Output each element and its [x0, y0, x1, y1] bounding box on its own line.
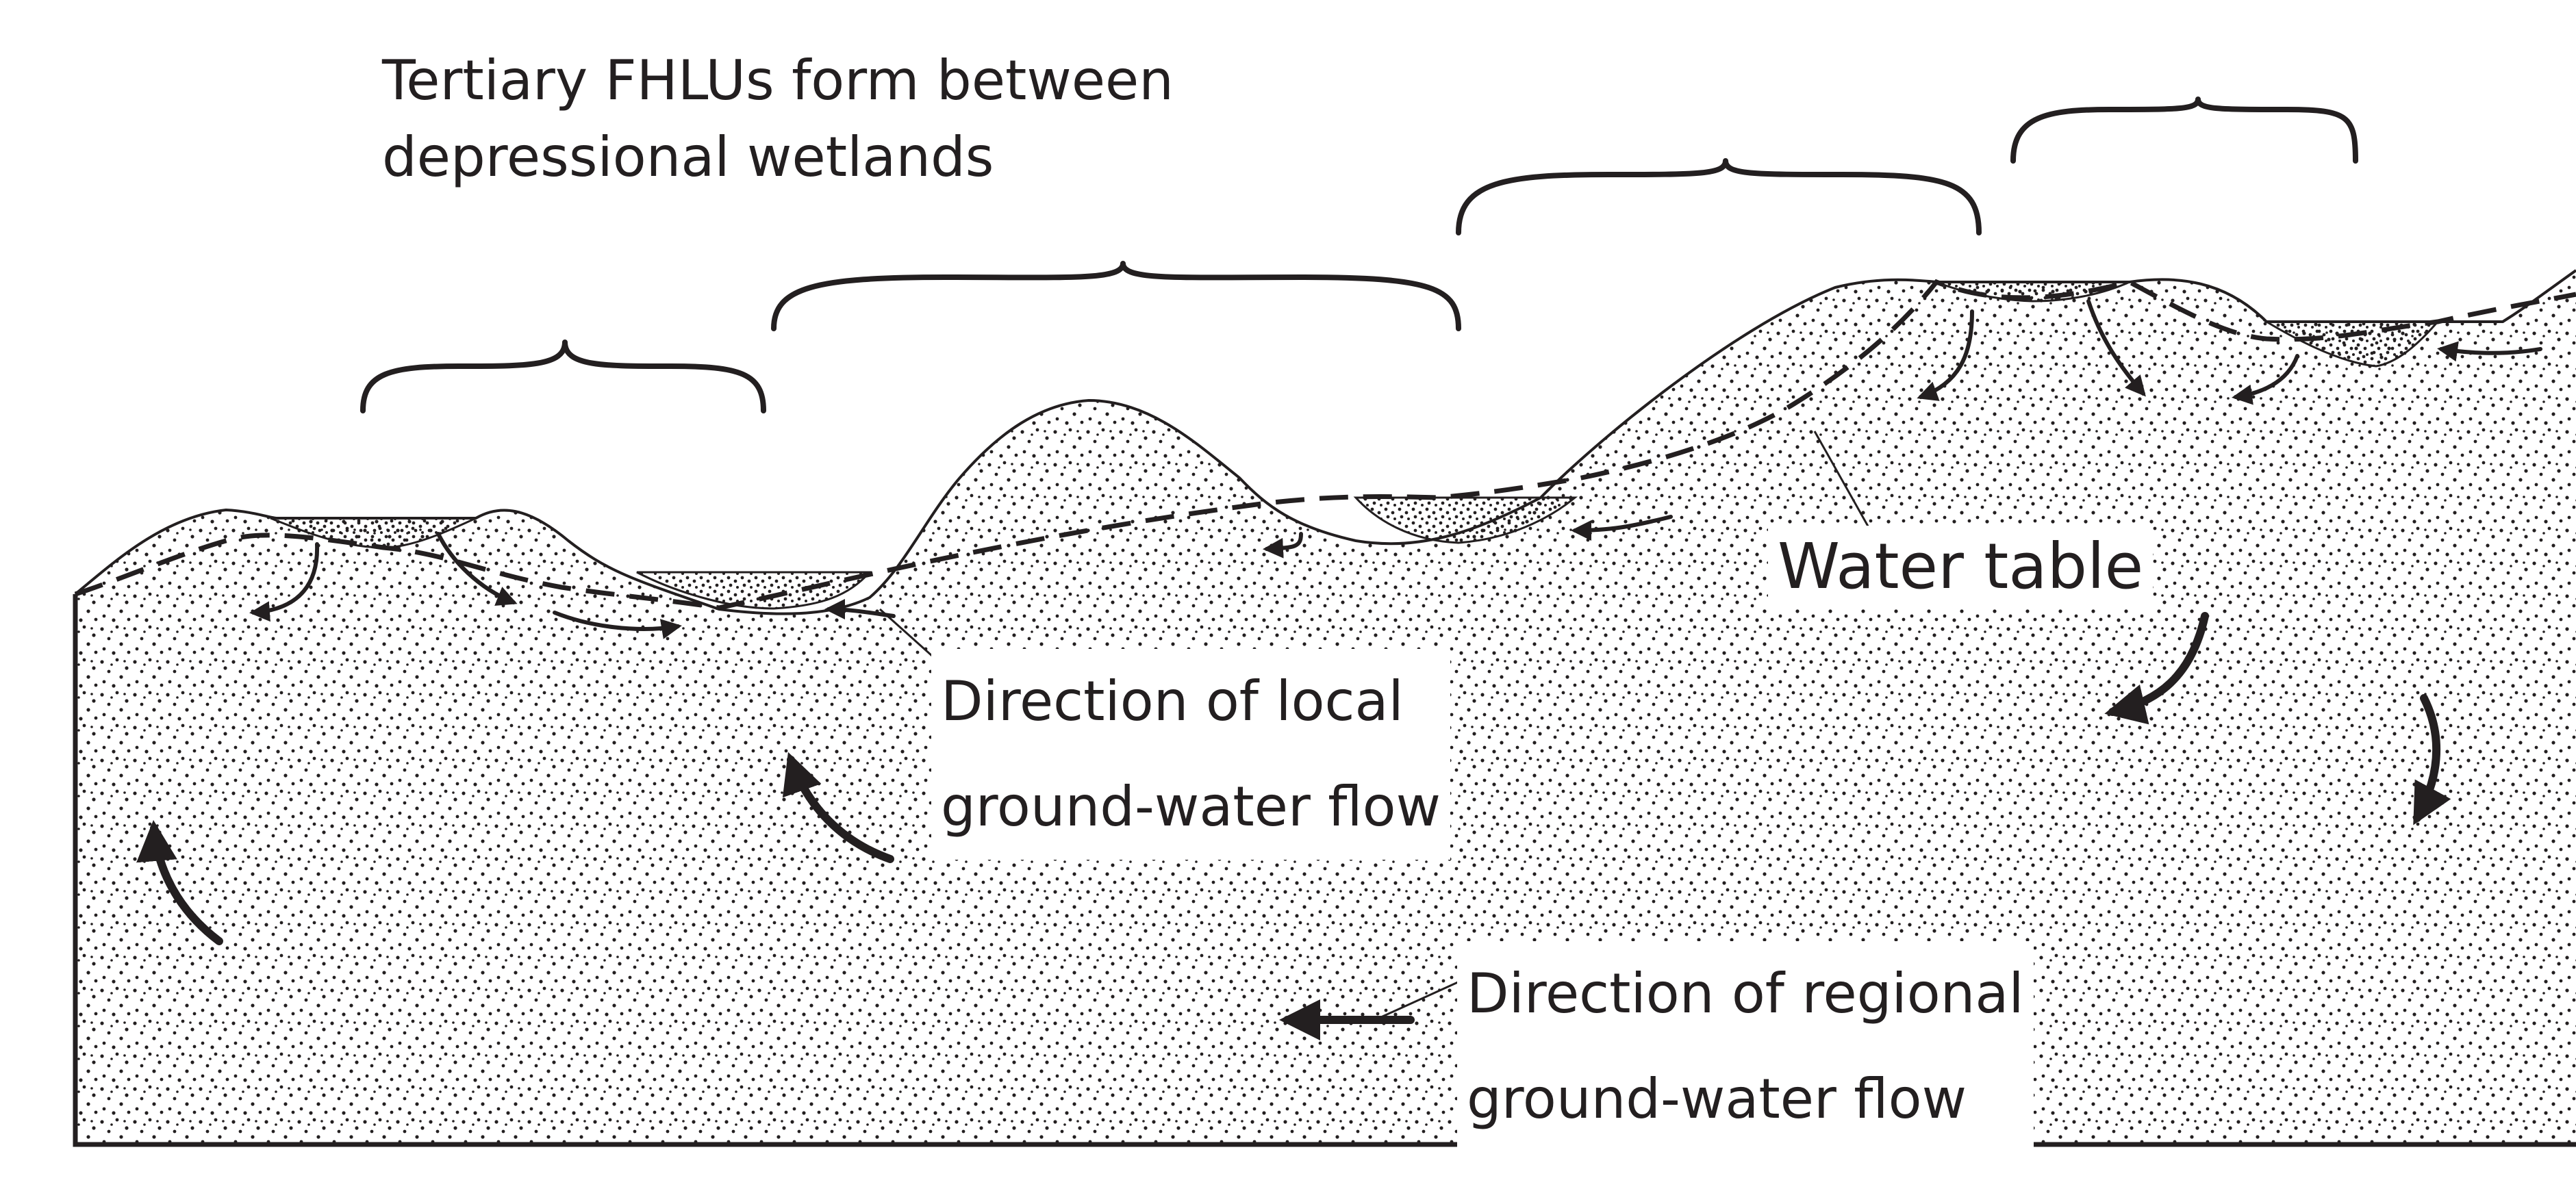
local-flow-label-line-1: Direction of local: [941, 669, 1404, 733]
curved-arrow: [2232, 354, 2299, 405]
water-table-line: [74, 279, 2576, 611]
curved-arrow: [2086, 299, 2146, 397]
curved-arrow: [782, 752, 894, 863]
local-flow-label-line-2: ground-water flow: [941, 775, 1441, 838]
curved-arrow: [1917, 309, 1974, 401]
local-flow-label: Direction of local ground-water flow: [931, 649, 1451, 860]
curved-arrow: [136, 820, 223, 945]
title-line-1: Tertiary FHLUs form between: [382, 49, 1174, 112]
regional-flow-label: Direction of regional ground-water flow: [1457, 941, 2034, 1152]
curly-brace-1: [360, 340, 766, 413]
curved-arrow: [249, 542, 320, 622]
water-table-leader: [1813, 431, 1878, 541]
curved-arrow: [2437, 341, 2542, 362]
regional-flow-label-line-2: ground-water flow: [1467, 1067, 1967, 1131]
curved-arrow: [1263, 532, 1303, 559]
curly-brace-4: [2010, 97, 2358, 164]
regional-flow-arrows: [136, 612, 2451, 1040]
regional-flow-label-line-1: Direction of regional: [1467, 962, 2024, 1025]
fhlu-braces: [360, 97, 2358, 413]
wetland-pond-2: [636, 571, 872, 610]
water-table-label: Water table: [1768, 526, 2154, 608]
curved-arrow: [1571, 515, 1673, 541]
curved-arrow: [436, 532, 518, 606]
curly-brace-3: [1456, 158, 1982, 235]
diagram-title: Tertiary FHLUs form between depressional…: [382, 42, 1174, 196]
curved-arrow: [553, 611, 682, 639]
curly-brace-2: [771, 261, 1461, 331]
curved-arrow: [2413, 694, 2451, 825]
regional-flow-leader: [1374, 977, 1466, 1021]
title-line-2: depressional wetlands: [382, 125, 994, 189]
wetland-pond-3: [1353, 496, 1578, 544]
curved-arrow: [2104, 612, 2209, 725]
